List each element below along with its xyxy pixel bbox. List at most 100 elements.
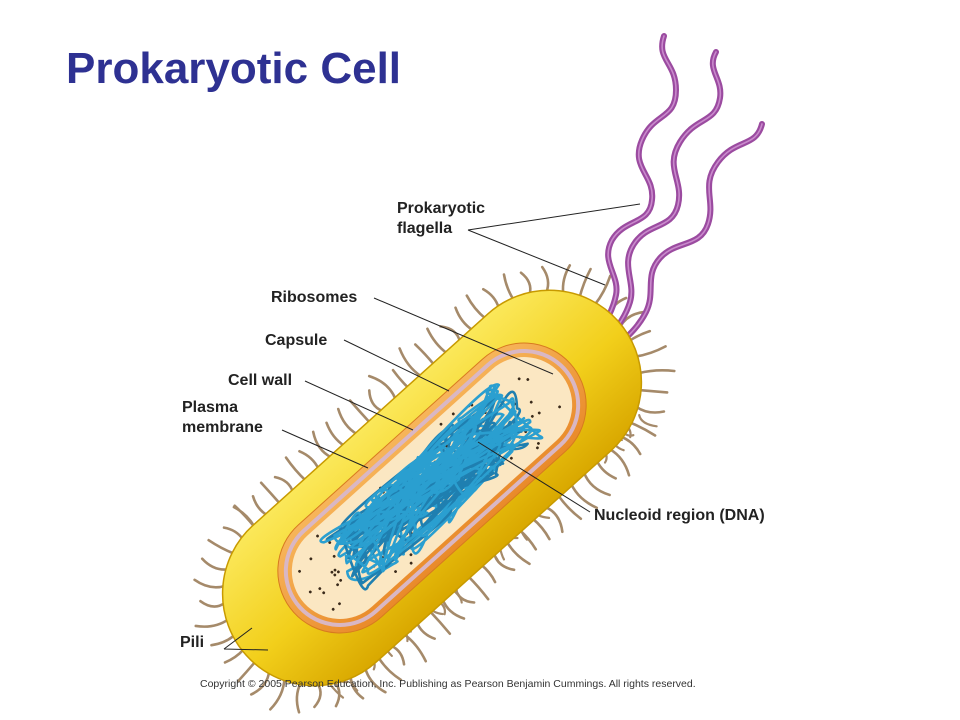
pilus [531, 517, 551, 541]
ribosome [409, 553, 413, 557]
leader-lines [223, 203, 641, 651]
ribosome [308, 590, 312, 594]
pilus [251, 494, 269, 517]
pilus [426, 327, 449, 355]
pilus [519, 271, 532, 296]
ribosome [333, 568, 337, 572]
label-flagella-line1: Prokaryotic [397, 200, 486, 217]
pilus [569, 482, 599, 510]
pilus [259, 481, 282, 506]
pilus [638, 414, 658, 428]
pilus [578, 267, 592, 299]
pilus [492, 551, 516, 572]
ribosome [529, 400, 533, 404]
pilus [479, 563, 497, 584]
pilus [200, 557, 230, 571]
pilus [284, 456, 308, 482]
dna-strand [319, 383, 541, 575]
ribosome [530, 414, 534, 418]
leader-pili [223, 627, 269, 651]
pilus [222, 526, 245, 541]
pilus [193, 578, 227, 589]
pilus [593, 274, 612, 306]
pilus [348, 399, 372, 425]
pilus [540, 265, 550, 294]
pilus [595, 459, 618, 480]
ribosome [328, 541, 332, 544]
copyright-notice: Copyright © 2005 Pearson Education, Inc.… [200, 678, 696, 690]
page-title: Prokaryotic Cell [66, 44, 402, 93]
leader-flagella [467, 203, 641, 286]
label-capsule: Capsule [265, 332, 328, 349]
leader-cell-wall [304, 380, 414, 431]
ribosome [332, 554, 336, 558]
label-pili: Pili [180, 634, 205, 651]
pilus [608, 447, 631, 477]
label-ribosomes: Ribosomes [271, 289, 358, 306]
ribosome [409, 561, 413, 565]
ribosome [309, 557, 313, 561]
ribosome [338, 602, 341, 606]
leader-capsule [343, 339, 450, 392]
pilus [398, 347, 423, 378]
ribosome [298, 569, 301, 573]
ribosome [331, 607, 335, 611]
flagellum-3 [601, 121, 765, 363]
pilus [367, 389, 385, 413]
ribosome [439, 422, 443, 426]
label-flagella: Prokaryotic flagella [397, 199, 485, 239]
pilus [439, 325, 462, 344]
pilus [207, 538, 236, 555]
label-nucleoid: Nucleoid region (DNA) [594, 507, 765, 524]
pilus [465, 294, 487, 320]
pilus [336, 407, 359, 436]
ribosome [322, 591, 326, 595]
label-plasma-line1: Plasma [182, 399, 239, 416]
ribosome [336, 583, 339, 587]
label-flagella-line2: flagella [397, 220, 453, 237]
ribosome [558, 405, 561, 409]
pilus [634, 345, 667, 358]
pilus [502, 273, 515, 302]
pilus [325, 421, 346, 448]
pilus [194, 618, 230, 628]
pilus [273, 475, 295, 494]
ribosome [336, 570, 340, 574]
pilus [481, 287, 501, 310]
ribosome [537, 442, 540, 445]
ribosome [526, 378, 530, 381]
nucleoid-dna [319, 383, 544, 591]
pilus [582, 470, 611, 497]
ribosome [394, 570, 397, 573]
ribosome [517, 377, 521, 381]
ribosome [330, 570, 334, 574]
pilus [505, 540, 531, 566]
pilus [377, 656, 403, 682]
pilus [619, 435, 642, 456]
ribosome [536, 446, 539, 450]
leader-plasma-membrane [281, 429, 369, 469]
pilus [544, 505, 564, 534]
pilus [454, 306, 475, 332]
label-cell-wall: Cell wall [228, 372, 293, 389]
leader-ribosomes [373, 297, 554, 375]
pilus [634, 405, 666, 414]
ribosome [537, 411, 541, 415]
leader-nucleoid [477, 441, 591, 513]
pilus [223, 647, 246, 664]
ribosome [318, 587, 322, 591]
pilus [232, 505, 256, 529]
ribosome [509, 456, 513, 460]
pilus [415, 621, 436, 640]
pilus [391, 368, 410, 390]
pilus [637, 388, 669, 394]
pilus [413, 343, 436, 367]
pilus [389, 644, 406, 666]
ribosome [451, 412, 455, 416]
pilus [199, 599, 227, 608]
pilus [637, 369, 676, 375]
label-plasma-membrane: Plasma membrane [182, 398, 263, 438]
ribosome [316, 534, 319, 538]
